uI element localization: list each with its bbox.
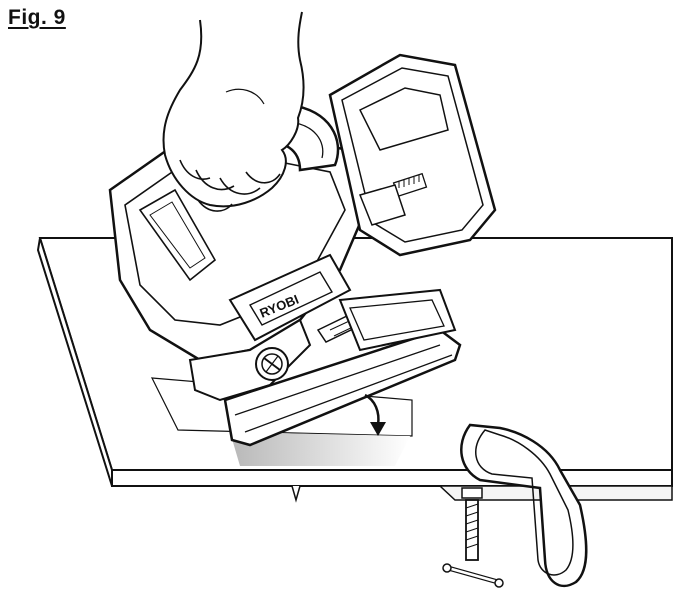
tilt-arrow bbox=[364, 393, 386, 436]
figure-label: Fig. 9 bbox=[8, 6, 66, 29]
battery-pack bbox=[328, 53, 497, 257]
blade-tip bbox=[291, 485, 301, 503]
c-clamp bbox=[442, 423, 588, 588]
jigsaw-shoe bbox=[223, 288, 462, 447]
hand bbox=[162, 11, 305, 212]
jigsaw-body bbox=[108, 138, 390, 402]
